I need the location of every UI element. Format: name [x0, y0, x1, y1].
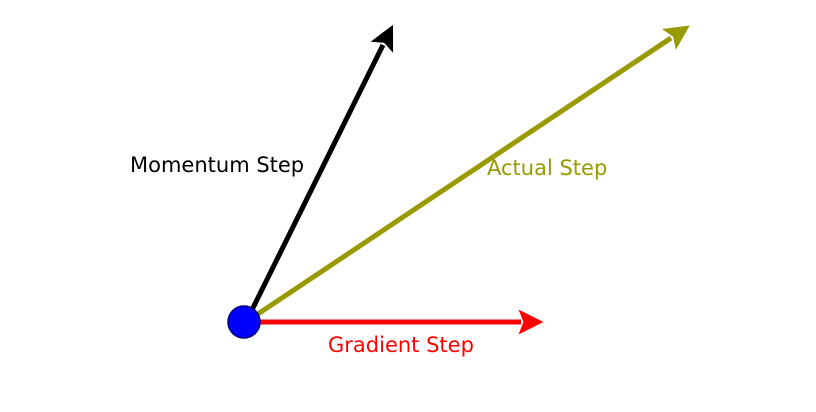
momentum-step-label: Momentum Step: [130, 153, 304, 177]
actual-step-arrow: [244, 25, 690, 325]
origin-point: [227, 305, 261, 339]
gradient-step-label: Gradient Step: [328, 333, 474, 357]
momentum-step-arrow: [243, 24, 394, 324]
actual-step-label: Actual Step: [487, 156, 607, 180]
